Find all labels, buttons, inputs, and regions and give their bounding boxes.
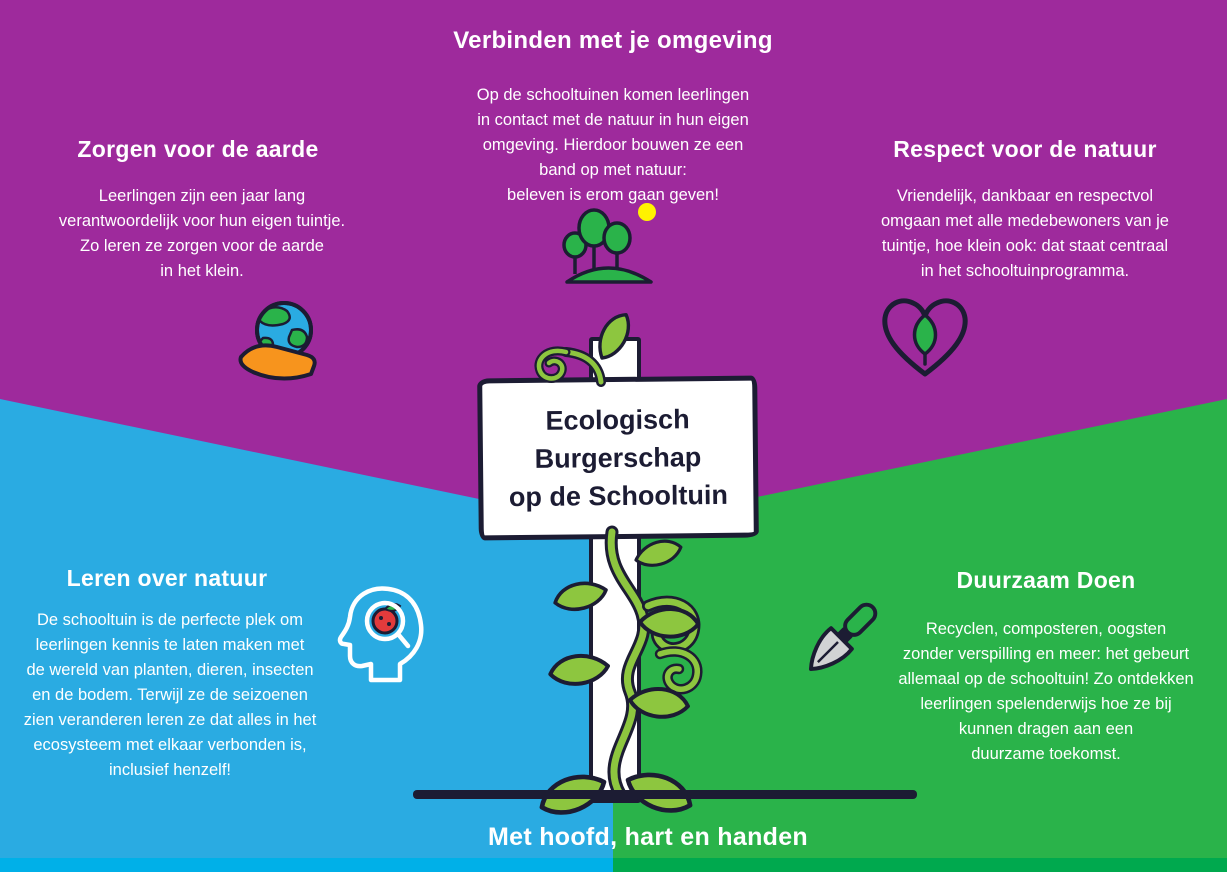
footer-title: Met hoofd, hart en handen bbox=[488, 823, 808, 851]
ground-line bbox=[413, 790, 917, 799]
sign-board: Ecologisch Burgerschap op de Schooltuin bbox=[477, 375, 759, 541]
trees-with-sun-icon bbox=[562, 203, 656, 284]
section-connect-body: Op de schooltuinen komen leerlingen in c… bbox=[476, 86, 750, 205]
footer-strip-green bbox=[613, 858, 1227, 872]
section-learn-title: Leren over natuur bbox=[66, 565, 268, 591]
section-care-body: Leerlingen zijn een jaar lang verantwoor… bbox=[58, 187, 346, 281]
head-with-magnifier-icon bbox=[337, 586, 424, 683]
garden-trowel-icon bbox=[808, 602, 878, 672]
section-respect-body: Vriendelijk, dankbaar en respectvol omga… bbox=[880, 187, 1169, 281]
section-sustain-body: Recyclen, composteren, oogsten zonder ve… bbox=[898, 620, 1194, 764]
earth-in-hand-icon bbox=[238, 301, 317, 381]
section-sustain-title: Duurzaam Doen bbox=[956, 567, 1136, 593]
footer-strip-blue bbox=[0, 858, 613, 872]
section-learn-body: De schooltuin is de perfecte plek om lee… bbox=[23, 611, 317, 780]
heart-with-leaf-icon bbox=[882, 298, 968, 377]
sign-text: Ecologisch Burgerschap op de Schooltuin bbox=[508, 403, 729, 513]
section-care-title: Zorgen voor de aarde bbox=[77, 136, 319, 162]
section-connect-title: Verbinden met je omgeving bbox=[453, 27, 773, 54]
section-respect-title: Respect voor de natuur bbox=[893, 136, 1157, 162]
